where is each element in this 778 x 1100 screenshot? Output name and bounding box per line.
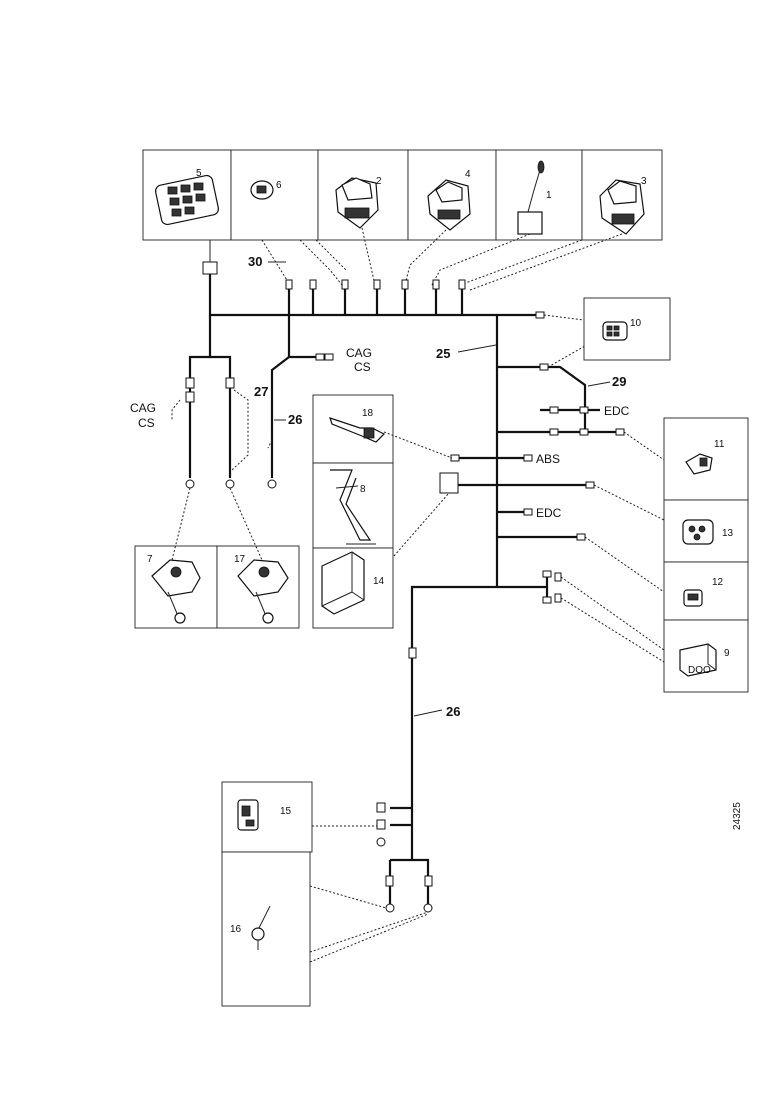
signal-cag-top: CAG — [346, 346, 372, 360]
component-18-sensor — [329, 417, 386, 443]
label-10: 10 — [630, 318, 642, 329]
label-8: 8 — [360, 484, 366, 495]
bottom-components: 15 16 — [221, 781, 429, 1007]
label-4: 4 — [465, 169, 471, 180]
signal-cs-top: CS — [354, 360, 371, 374]
left-components: 7 17 — [134, 487, 300, 629]
component-15-switch — [237, 799, 259, 831]
label-18: 18 — [362, 408, 374, 419]
signal-labels: CAG CS CAG CS EDC ABS EDC — [130, 346, 630, 520]
component-3-rocker-switch — [599, 179, 645, 235]
label-14: 14 — [373, 576, 385, 587]
wire-29-label: 29 — [612, 374, 626, 389]
label-2: 2 — [376, 176, 382, 187]
top-component-strip: 5 6 2 4 1 3 — [142, 149, 663, 241]
label-16: 16 — [230, 924, 242, 935]
label-15: 15 — [280, 806, 292, 817]
component-16-sensor — [251, 905, 271, 950]
signal-cs-left: CS — [138, 416, 155, 430]
component-1-stalk-switch — [517, 160, 545, 235]
signal-edc-2: EDC — [536, 506, 562, 520]
component-6-switch — [250, 180, 274, 200]
wire-25-label: 25 — [436, 346, 450, 361]
component-12-sensor — [683, 589, 703, 607]
label-12: 12 — [712, 577, 724, 588]
svg-text:DOO: DOO — [688, 665, 711, 676]
label-6: 6 — [276, 180, 282, 191]
wire-27-label: 27 — [254, 384, 268, 399]
wire-26-label-top: 26 — [288, 412, 302, 427]
component-9-switch: DOO — [679, 643, 717, 677]
label-5: 5 — [196, 168, 202, 179]
dashed-wires — [171, 389, 273, 471]
middle-components: 18 8 14 — [312, 394, 453, 629]
wire-30-label: 30 — [248, 254, 262, 269]
component-7-actuator — [151, 559, 201, 624]
component-13-relay — [682, 519, 714, 545]
label-11: 11 — [714, 439, 725, 450]
wire-26-label-bottom: 26 — [446, 704, 460, 719]
right-components: 10 11 13 12 DOO 9 — [583, 297, 749, 693]
component-2-rocker-switch — [335, 177, 379, 229]
right-leaders — [543, 314, 665, 663]
component-5-keypad — [154, 174, 220, 226]
main-harness — [188, 274, 620, 905]
label-13: 13 — [722, 528, 734, 539]
signal-edc-1: EDC — [604, 404, 630, 418]
component-14-control-unit — [321, 551, 365, 615]
label-1: 1 — [546, 190, 552, 201]
component-11-sensor — [685, 453, 713, 475]
signal-abs: ABS — [536, 452, 560, 466]
component-17-actuator — [237, 559, 289, 624]
label-9: 9 — [724, 648, 730, 659]
component-8-pedal — [330, 469, 376, 545]
label-7: 7 — [147, 554, 153, 565]
component-10-relay — [602, 321, 628, 341]
wire-labels: 30 25 29 27 26 26 — [248, 254, 626, 719]
component-4-rocker-switch — [427, 179, 471, 231]
label-17: 17 — [234, 554, 246, 565]
label-3: 3 — [641, 176, 647, 187]
drawing-number: 24325 — [732, 802, 743, 830]
signal-cag-left: CAG — [130, 401, 156, 415]
